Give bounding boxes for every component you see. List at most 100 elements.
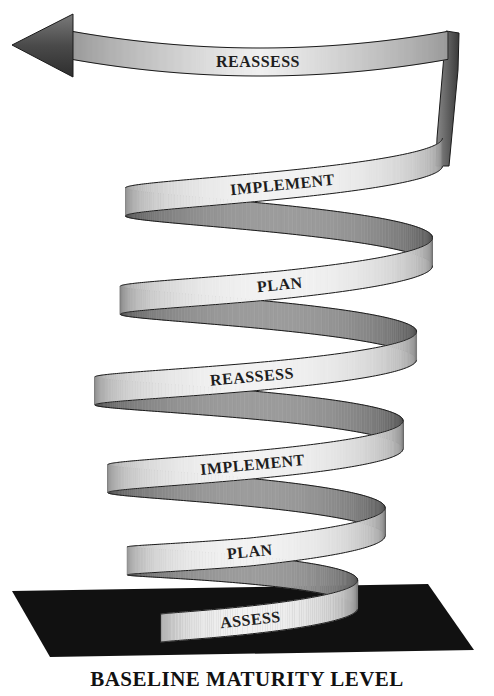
ribbon-piece: [183, 180, 186, 208]
ribbon-piece: [365, 436, 367, 465]
ribbon-piece: [356, 404, 359, 432]
ribbon-piece: [199, 178, 202, 206]
base-platform: [12, 584, 474, 657]
ribbon-piece: [165, 280, 168, 308]
ribbon-piece: [367, 435, 369, 464]
ribbon-piece: [94, 377, 95, 405]
ribbon-piece: [314, 486, 317, 514]
ribbon-piece: [216, 276, 220, 304]
ribbon-piece: [386, 219, 389, 248]
ribbon-piece: [340, 440, 343, 468]
ribbon-piece: [135, 460, 137, 488]
ribbon-piece: [356, 582, 357, 610]
ribbon-piece: [281, 205, 285, 233]
ribbon-piece: [146, 371, 149, 399]
ribbon-piece: [273, 204, 277, 232]
ribbon-piece: [169, 181, 172, 209]
ribbon-piece: [298, 532, 301, 560]
ribbon-piece: [344, 491, 346, 519]
stage-band: PLAN: [222, 541, 277, 564]
ribbon-piece: [127, 547, 128, 575]
ribbon-piece: [302, 484, 305, 512]
ribbon-piece: [109, 464, 111, 492]
ribbon-piece: [357, 437, 360, 465]
stage-band: REASSESS: [205, 364, 298, 390]
ribbon-piece: [121, 285, 122, 313]
ribbon-piece: [365, 215, 368, 244]
ribbon-piece: [349, 587, 350, 615]
ribbon-piece: [223, 276, 227, 304]
ribbon-piece: [243, 299, 247, 327]
ribbon-piece: [165, 613, 167, 641]
stage-label: IMPLEMENT: [199, 451, 305, 479]
ribbon-piece: [398, 426, 400, 455]
ribbon-piece: [382, 512, 384, 541]
ribbon-piece: [328, 527, 331, 555]
ribbon-piece: [198, 278, 201, 306]
ribbon-piece: [355, 214, 358, 242]
ribbon-piece: [111, 463, 113, 491]
ribbon-piece: [387, 318, 389, 347]
ribbon-piece: [287, 601, 289, 629]
ribbon-piece: [341, 353, 344, 381]
ribbon-piece: [374, 434, 376, 463]
ribbon-piece: [399, 222, 401, 251]
ribbon-piece: [394, 156, 397, 185]
ribbon-piece: [437, 143, 439, 172]
ribbon-piece: [95, 376, 96, 404]
ribbon-piece: [342, 401, 345, 429]
ribbon-piece: [337, 164, 341, 192]
ribbon-piece: [352, 351, 355, 379]
ribbon-piece: [314, 564, 316, 592]
ribbon-piece: [283, 394, 287, 422]
ribbon-piece: [302, 599, 304, 627]
ribbon-piece: [294, 395, 298, 423]
ribbon-piece: [96, 376, 98, 404]
ribbon-piece: [301, 531, 304, 559]
ribbon-piece: [130, 546, 132, 574]
ribbon-front: [95, 138, 443, 642]
ribbon-piece: [413, 336, 415, 365]
ribbon-piece: [370, 314, 373, 343]
ribbon-piece: [322, 307, 326, 335]
ribbon-piece: [155, 459, 158, 487]
ribbon-piece: [407, 153, 409, 182]
ribbon-piece: [405, 154, 408, 183]
ribbon-piece: [249, 273, 253, 301]
ribbon-piece: [437, 144, 438, 173]
stage-band: IMPLEMENT: [225, 170, 339, 199]
ribbon-piece: [163, 544, 165, 572]
ribbon-piece: [174, 181, 177, 209]
stage-band: PLAN: [252, 273, 307, 296]
ribbon-piece: [344, 163, 348, 191]
ribbon-piece: [172, 457, 175, 485]
ribbon-piece: [270, 301, 274, 329]
ribbon-piece: [322, 399, 325, 427]
ribbon-piece: [311, 597, 313, 625]
ribbon-piece: [378, 257, 381, 286]
ribbon-piece: [125, 188, 126, 216]
ribbon-piece: [295, 532, 298, 560]
ribbon-piece: [402, 421, 403, 450]
ribbon-piece: [316, 356, 320, 384]
ribbon-piece: [161, 614, 163, 642]
ribbon-piece: [304, 207, 308, 235]
ribbon-piece: [282, 482, 285, 510]
ribbon-piece: [415, 151, 417, 180]
ribbon-piece: [201, 610, 203, 638]
ribbon-piece: [416, 333, 417, 362]
ribbon-piece: [301, 396, 305, 424]
ribbon-piece: [207, 610, 209, 638]
ribbon-piece: [331, 354, 335, 382]
ribbon-piece: [334, 489, 337, 517]
ribbon-edge: [127, 509, 385, 548]
ribbon-piece: [107, 465, 108, 493]
ribbon-piece: [351, 586, 353, 614]
ribbon-piece: [346, 524, 348, 552]
ribbon-piece: [305, 485, 308, 513]
ribbon-piece: [138, 372, 141, 400]
ribbon-piece: [156, 182, 158, 210]
ribbon-piece: [330, 211, 334, 239]
